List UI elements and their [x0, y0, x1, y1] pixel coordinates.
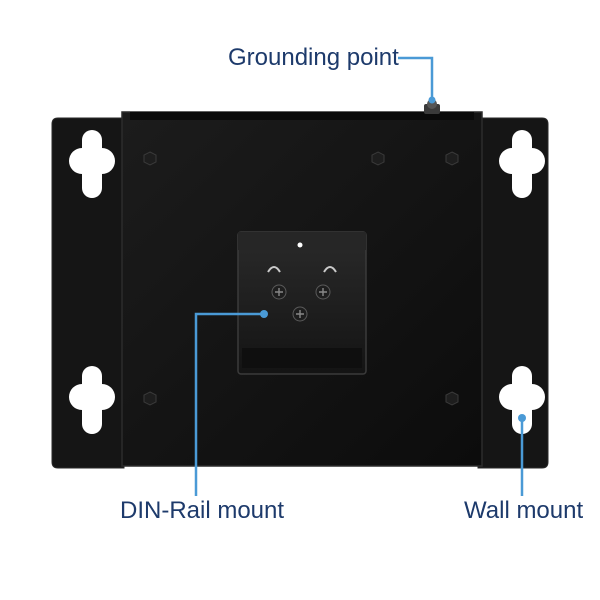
wall-mount-slot-top-right: [499, 130, 545, 198]
callout-din-rail-line: [194, 310, 268, 496]
callout-wall-mount-line: [518, 414, 526, 496]
din-rail-clip: [237, 231, 367, 375]
din-clip-screw-left: [271, 284, 287, 300]
wall-mount-slot-bottom-right: [499, 366, 545, 434]
wall-mount-label: Wall mount: [464, 497, 584, 524]
grounding-point-label: Grounding point: [228, 44, 399, 71]
body-screw-top-right: [445, 151, 459, 166]
callout-grounding-line: [398, 56, 436, 104]
din-rail-mount-label: DIN-Rail mount: [120, 497, 285, 524]
right-mounting-bracket: [477, 117, 549, 469]
left-mounting-bracket: [51, 117, 125, 469]
body-screw-top-left: [143, 151, 157, 166]
din-clip-screw-bottom: [292, 306, 308, 322]
body-screw-top-mid: [371, 151, 385, 166]
din-clip-screw-right: [315, 284, 331, 300]
wall-mount-slot-top-left: [69, 130, 115, 198]
body-screw-bottom-left: [143, 391, 157, 406]
wall-mount-slot-bottom-left: [69, 366, 115, 434]
body-screw-bottom-right: [445, 391, 459, 406]
